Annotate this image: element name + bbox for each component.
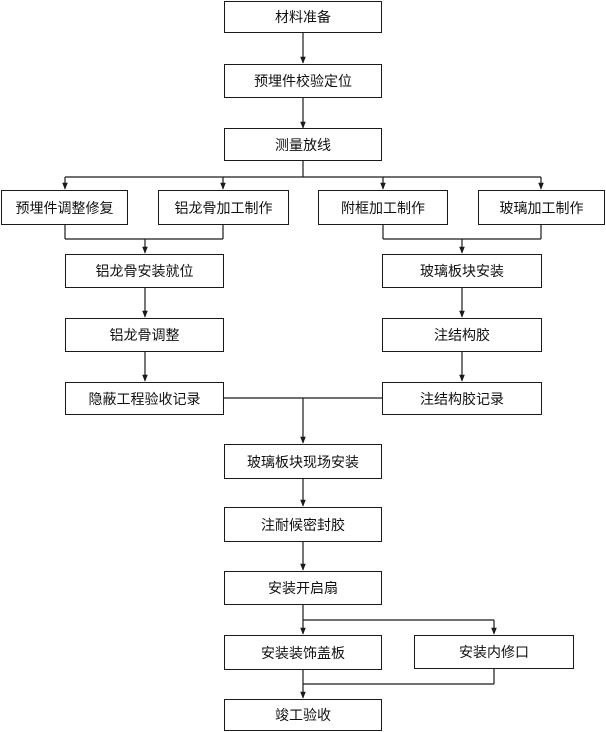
- step-hidden-record: 隐蔽工程验收记录: [65, 382, 224, 415]
- step-frame-fab: 附框加工制作: [318, 190, 448, 225]
- step-materials: 材料准备: [224, 1, 382, 33]
- step-site-install: 玻璃板块现场安装: [224, 444, 382, 479]
- step-embed-check: 预埋件校验定位: [224, 64, 382, 98]
- step-sash: 安装开启扇: [224, 571, 382, 605]
- step-glass-panel-install: 玻璃板块安装: [382, 254, 542, 288]
- step-keel-install: 铝龙骨安装就位: [65, 254, 224, 288]
- step-struct-glue: 注结构胶: [382, 318, 542, 352]
- step-embed-repair: 预埋件调整修复: [1, 190, 128, 225]
- step-glue-record: 注结构胶记录: [382, 382, 542, 415]
- step-weather-seal: 注耐候密封胶: [224, 507, 382, 542]
- step-inner-trim: 安装内修口: [414, 635, 574, 669]
- step-keel-fab: 铝龙骨加工制作: [158, 190, 289, 225]
- step-acceptance: 竣工验收: [224, 699, 382, 731]
- step-keel-adjust: 铝龙骨调整: [65, 318, 224, 352]
- step-cover-plate: 安装装饰盖板: [224, 635, 382, 670]
- step-glass-fab: 玻璃加工制作: [478, 190, 605, 225]
- step-survey: 测量放线: [224, 128, 382, 161]
